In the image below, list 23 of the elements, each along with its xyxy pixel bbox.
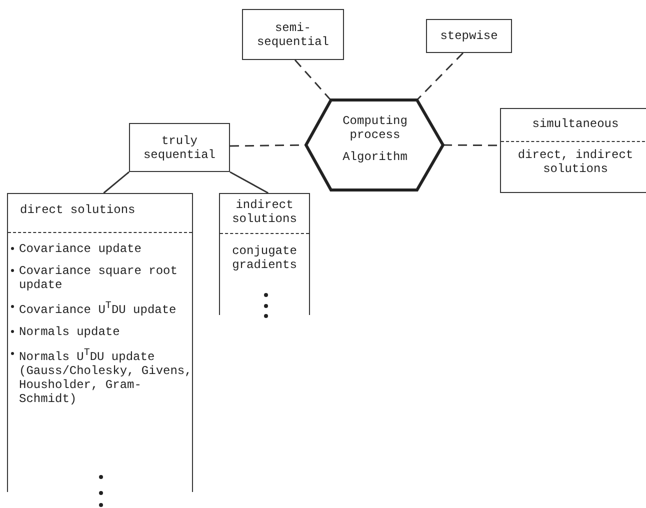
- process-box: [242, 9, 344, 60]
- section-text: conjugate gradients: [231, 244, 298, 272]
- process-box: [426, 19, 512, 53]
- section-heading: simultaneous: [531, 117, 620, 131]
- node-label: truly sequential: [142, 134, 216, 162]
- bullet-item: Normals update: [10, 325, 192, 339]
- node-label: stepwise: [439, 29, 499, 43]
- bullet-item: Covariance U$^{T}$DU update: [10, 300, 192, 317]
- section-text: direct, indirect solutions: [516, 148, 634, 176]
- list-box: [219, 193, 310, 315]
- connector-line: [416, 52, 464, 101]
- node-label: semi- sequential: [256, 20, 330, 48]
- connector-line: [443, 144, 500, 146]
- connector-line: [294, 60, 332, 100]
- section-heading: indirect solutions: [231, 198, 298, 226]
- bullet-item: Normals U$^{T}$DU update (Gauss/Cholesky, Givens, Housholder, Gram-Schmidt): [10, 347, 192, 406]
- bullet-item: Covariance square root update: [10, 264, 192, 292]
- connector-line: [103, 171, 130, 194]
- connector-line: [230, 171, 268, 194]
- section-heading: direct solutions: [19, 203, 136, 217]
- process-box: [129, 123, 230, 172]
- bullet-item: Covariance update: [10, 242, 192, 256]
- split-box: [500, 108, 646, 193]
